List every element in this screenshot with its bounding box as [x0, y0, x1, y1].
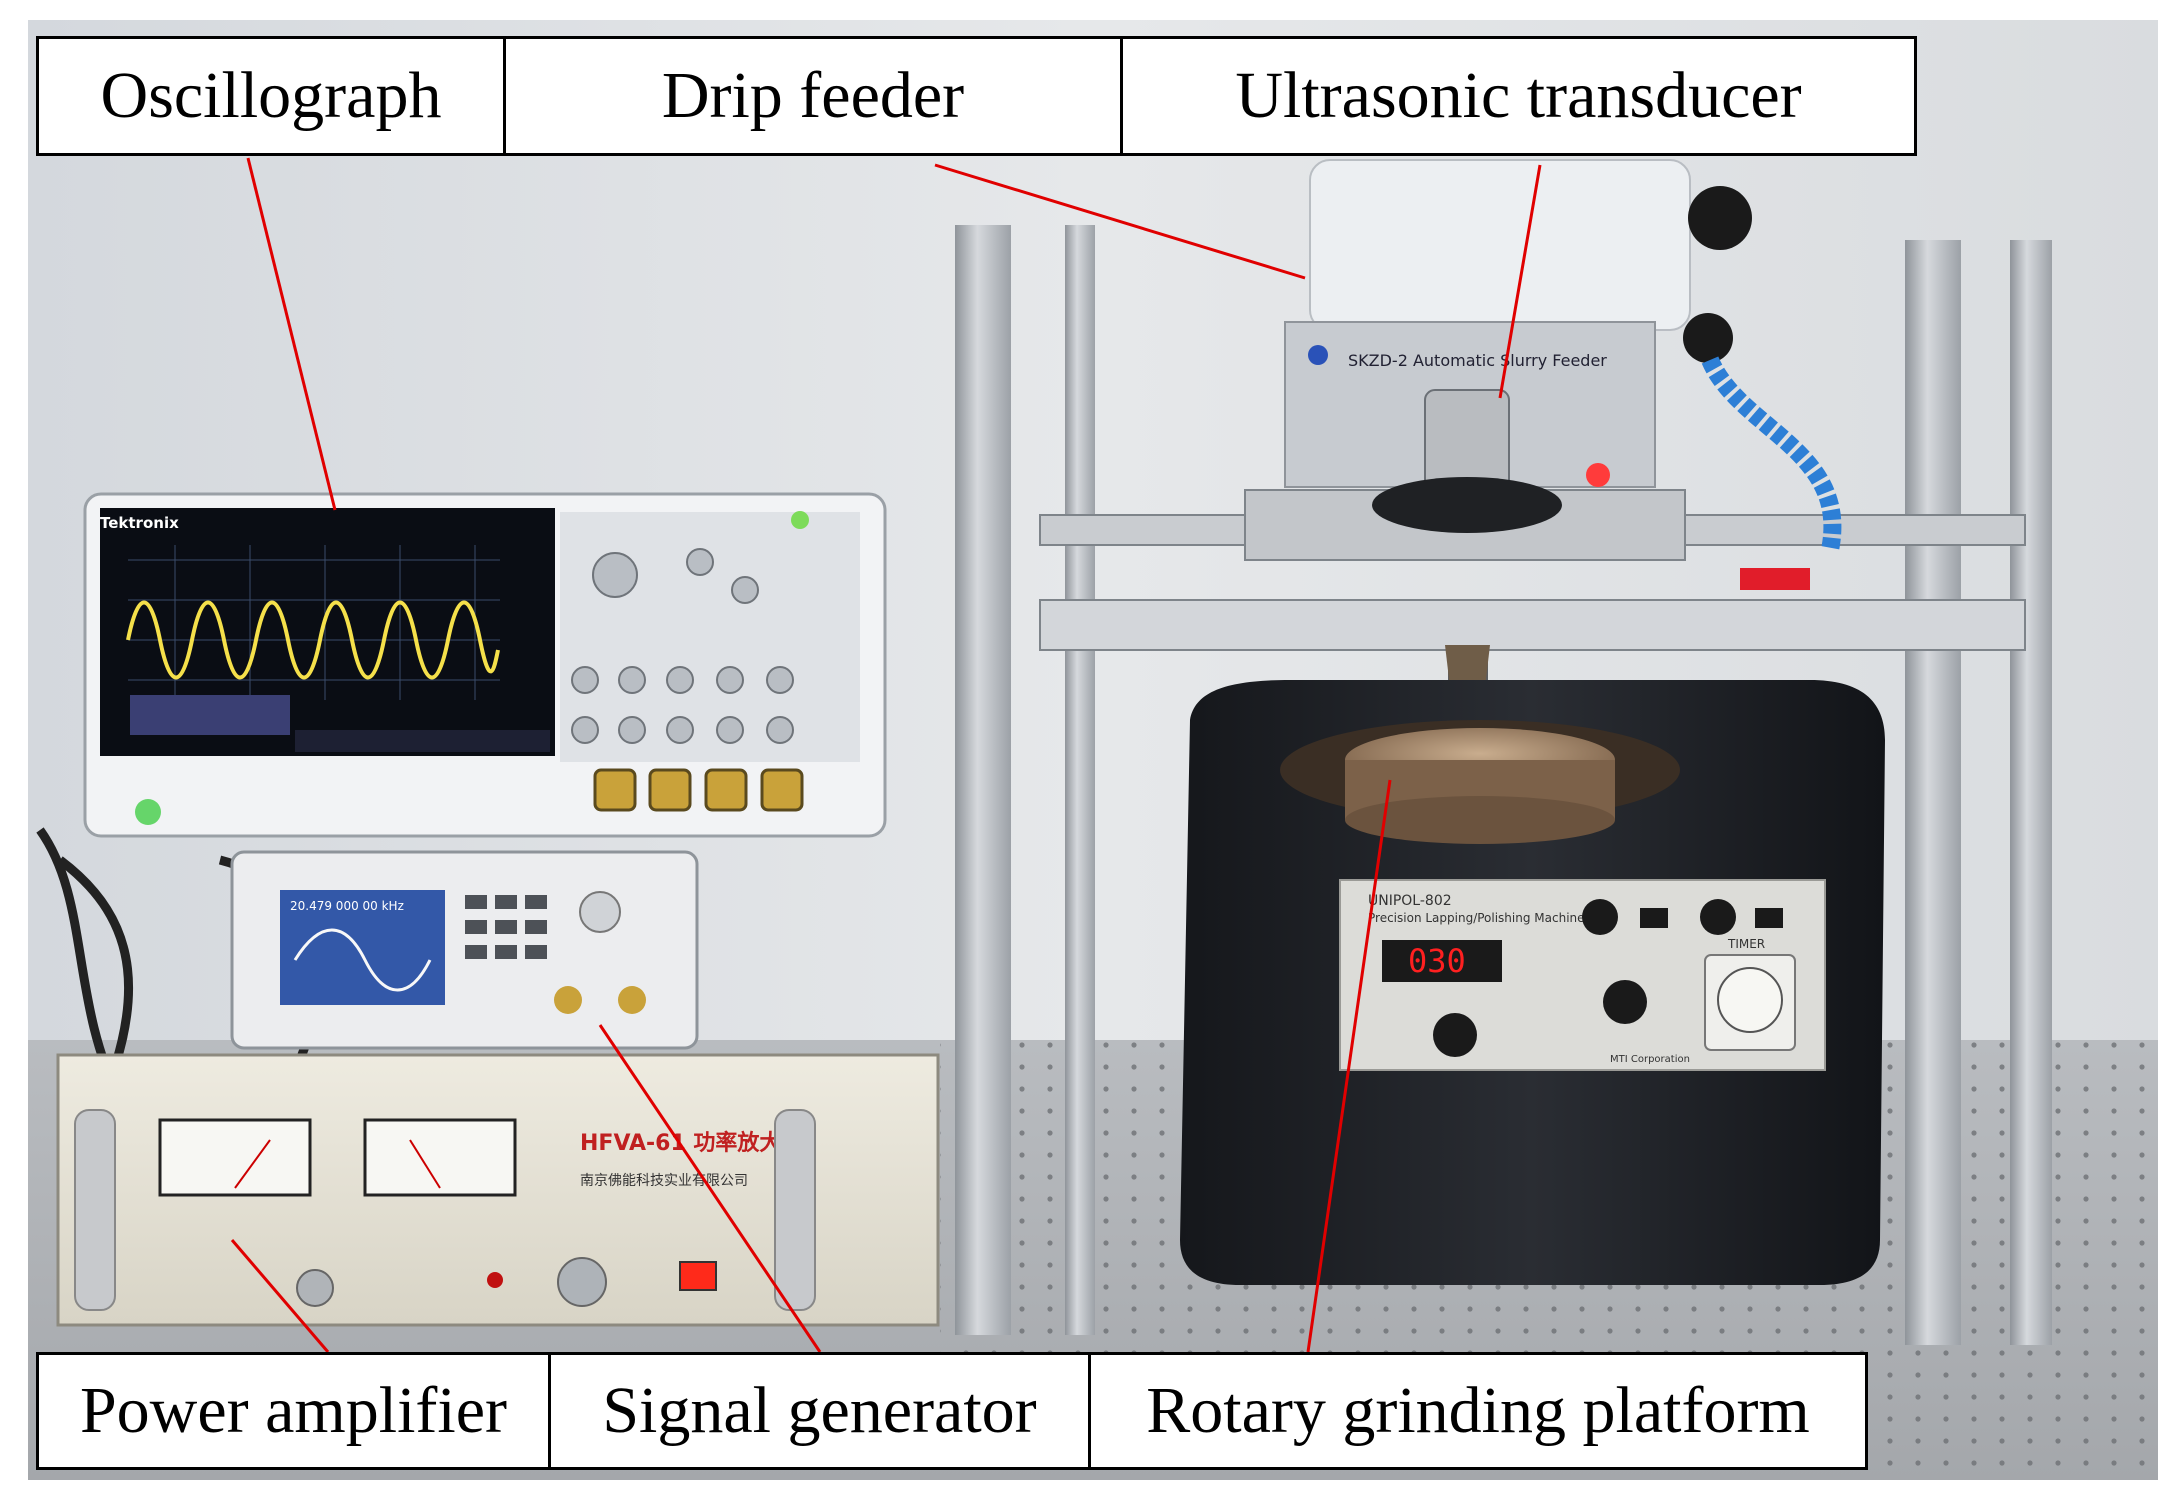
aluminium-frame: [955, 225, 2052, 1345]
amplifier-model: HFVA-61 功率放大器: [580, 1130, 804, 1156]
label-signal-generator: Signal generator: [548, 1352, 1091, 1470]
timer-label: TIMER: [1727, 937, 1765, 951]
rotary-grinding-platform: UNIPOL-802 Precision Lapping/Polishing M…: [1180, 680, 1885, 1285]
oscilloscope: Tektronix: [83, 492, 887, 838]
waveform: [126, 600, 500, 680]
label-drip-feeder: Drip feeder: [503, 36, 1123, 156]
signal-generator: 20.479 000 00 kHz: [230, 850, 699, 1050]
label-power-amplifier: Power amplifier: [36, 1352, 551, 1470]
power-amplifier: HFVA-61 功率放大器 南京佛能科技实业有限公司: [56, 1053, 940, 1327]
drip-feeder: SKZD-2 Automatic Slurry Feeder: [1244, 159, 1842, 561]
generator-frequency: 20.479 000 00 kHz: [290, 899, 404, 913]
coolant-hose: [1701, 356, 1842, 552]
feeder-plate: SKZD-2 Automatic Slurry Feeder: [1348, 351, 1607, 370]
label-ultrasonic-transducer: Ultrasonic transducer: [1120, 36, 1917, 156]
label-rotary-grinding-platform: Rotary grinding platform: [1088, 1352, 1868, 1470]
svg-text:Tektronix: Tektronix: [100, 514, 179, 532]
leader-lines: [230, 157, 1542, 1353]
label-oscillograph: Oscillograph: [36, 36, 506, 156]
lapping-title: Precision Lapping/Polishing Machine: [1368, 911, 1585, 925]
lapping-model: UNIPOL-802: [1368, 893, 1452, 909]
lapping-display: 030: [1408, 942, 1466, 980]
maker: MTI Corporation: [1610, 1054, 1690, 1065]
amplifier-maker: 南京佛能科技实业有限公司: [580, 1173, 748, 1189]
